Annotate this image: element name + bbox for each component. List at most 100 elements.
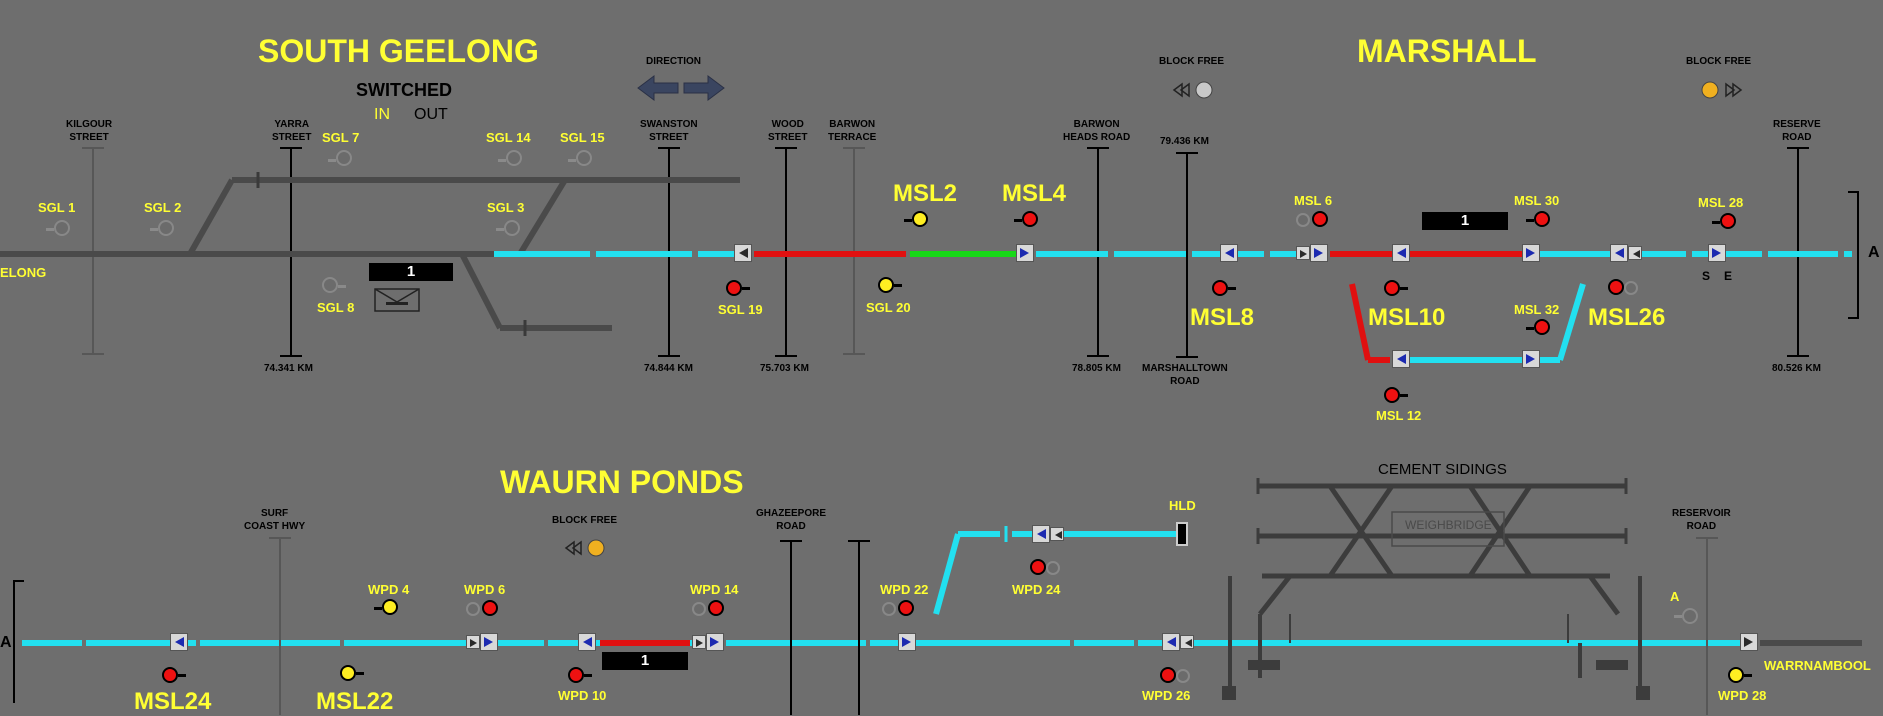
block-free-indicator-3-icon[interactable] (564, 538, 608, 558)
route-button-wpd14[interactable] (706, 633, 724, 651)
route-button-wpd14-shunt[interactable] (692, 635, 706, 649)
road-swanston-street: SWANSTON STREET (640, 119, 698, 143)
edge-label-a-left: A (0, 634, 12, 651)
route-button-wpd28[interactable] (1740, 633, 1758, 651)
signal-post (1526, 327, 1534, 330)
signal-wpd24-lamp[interactable] (1030, 559, 1046, 575)
signal-msl26-shunt-lamp[interactable] (1624, 281, 1638, 295)
signal-sgl20-lamp[interactable] (878, 277, 894, 293)
signal-label-msl4: MSL4 (1002, 180, 1067, 207)
edge-label-geelong: ELONG (0, 265, 47, 280)
signal-msl30-lamp[interactable] (1534, 211, 1550, 227)
route-button-msl6[interactable] (1310, 244, 1328, 262)
road-line-surf-coast (279, 537, 281, 715)
signal-wpd14-shunt-lamp[interactable] (692, 602, 706, 616)
direction-arrows-icon[interactable] (636, 74, 726, 102)
signal-msl10-lamp[interactable] (1384, 280, 1400, 296)
block-indicator-msl[interactable]: 1 (1422, 212, 1508, 230)
signal-wpd14-lamp[interactable] (708, 600, 724, 616)
route-button-wpd22[interactable] (898, 633, 916, 651)
km-80526: 80.526 KM (1772, 363, 1821, 374)
signal-msl28-lamp[interactable] (1720, 213, 1736, 229)
block-free-label-3: BLOCK FREE (552, 515, 617, 526)
switched-in-button[interactable]: IN (374, 106, 390, 123)
signal-msl4-lamp[interactable] (1022, 211, 1038, 227)
route-button-wpd26[interactable] (1162, 633, 1180, 651)
signal-post (356, 672, 364, 675)
signal-sgl1-lamp[interactable] (54, 220, 70, 236)
signal-label-msl24: MSL24 (134, 688, 212, 715)
hld-indicator[interactable] (1176, 522, 1188, 546)
signal-post (1674, 615, 1682, 618)
signal-wpd28-lamp[interactable] (1728, 667, 1744, 683)
signal-msl22-lamp[interactable] (340, 665, 356, 681)
route-button-msl30[interactable] (1522, 244, 1540, 262)
route-button-msl8[interactable] (1220, 244, 1238, 262)
switched-out-button[interactable]: OUT (414, 106, 448, 123)
road-tick (1787, 147, 1809, 149)
signal-siding-a-lamp[interactable] (1682, 608, 1698, 624)
signal-label-sgl3: SGL 3 (487, 200, 525, 215)
shunt-s-label: S (1702, 269, 1711, 283)
signal-wpd24-shunt-lamp[interactable] (1046, 561, 1060, 575)
route-button-msl12[interactable] (1392, 350, 1410, 368)
route-button-wpd24[interactable] (1032, 525, 1050, 543)
route-button-msl10[interactable] (1392, 244, 1410, 262)
signal-sgl14-lamp[interactable] (506, 150, 522, 166)
road-tick (1696, 537, 1718, 539)
signal-wpd26-shunt-lamp[interactable] (1176, 669, 1190, 683)
route-button-wpd6[interactable] (480, 633, 498, 651)
route-button-msl26-shunt[interactable] (1628, 246, 1642, 260)
signal-sgl3-lamp[interactable] (504, 220, 520, 236)
signal-label-wpd4: WPD 4 (368, 582, 410, 597)
signal-wpd4-lamp[interactable] (382, 599, 398, 615)
signal-wpd26-lamp[interactable] (1160, 667, 1176, 683)
signal-sgl7-lamp[interactable] (336, 150, 352, 166)
route-button-wpd26-shunt[interactable] (1180, 635, 1194, 649)
signal-wpd22-lamp[interactable] (898, 600, 914, 616)
route-button-msl4[interactable] (1016, 244, 1034, 262)
signal-msl26-lamp[interactable] (1608, 279, 1624, 295)
signal-label-msl10: MSL10 (1368, 304, 1446, 331)
signal-sgl15-lamp[interactable] (576, 150, 592, 166)
road-barwon-heads: BARWON HEADS ROAD (1063, 119, 1131, 143)
envelope-icon[interactable] (374, 288, 420, 312)
route-button-msl28[interactable] (1708, 244, 1726, 262)
signal-post (498, 159, 506, 162)
signal-msl2-lamp[interactable] (912, 211, 928, 227)
signal-sgl8-lamp[interactable] (322, 277, 338, 293)
route-button-sgl19[interactable] (734, 244, 752, 262)
road-yarra-street: YARRA STREET (272, 119, 312, 143)
signal-wpd22-shunt-lamp[interactable] (882, 602, 896, 616)
route-button-wpd6-shunt[interactable] (466, 635, 480, 649)
signal-sgl2-lamp[interactable] (158, 220, 174, 236)
signal-msl6-lamp[interactable] (1312, 211, 1328, 227)
signal-wpd6-shunt-lamp[interactable] (466, 602, 480, 616)
road-barwon-terrace: BARWON TERRACE (828, 119, 877, 143)
signal-msl8-lamp[interactable] (1212, 280, 1228, 296)
signal-wpd6-lamp[interactable] (482, 600, 498, 616)
block-free-indicator-1-icon[interactable] (1172, 80, 1216, 100)
road-ghazeepore: GHAZEEPORE ROAD (756, 508, 827, 532)
signal-msl32-lamp[interactable] (1534, 319, 1550, 335)
route-button-wpd24-shunt[interactable] (1050, 527, 1064, 541)
block-indicator-sgl[interactable]: 1 (369, 263, 453, 281)
route-button-msl26[interactable] (1610, 244, 1628, 262)
signal-post (584, 674, 592, 677)
signal-wpd10-lamp[interactable] (568, 667, 584, 683)
signal-msl24-lamp[interactable] (162, 667, 178, 683)
signal-label-msl6: MSL 6 (1294, 193, 1333, 208)
road-reserve: RESERVE ROAD (1773, 119, 1821, 143)
road-tick (1176, 356, 1198, 358)
signal-msl6-shunt-lamp[interactable] (1296, 213, 1310, 227)
signal-sgl19-lamp[interactable] (726, 280, 742, 296)
route-button-msl24[interactable] (170, 633, 188, 651)
signal-post (1744, 674, 1752, 677)
block-indicator-wpd[interactable]: 1 (602, 652, 688, 670)
route-button-wpd10[interactable] (578, 633, 596, 651)
signal-label-msl32: MSL 32 (1514, 302, 1560, 317)
route-button-msl6-shunt[interactable] (1296, 246, 1310, 260)
signal-msl12-lamp[interactable] (1384, 387, 1400, 403)
block-free-indicator-2-icon[interactable] (1700, 80, 1744, 100)
route-button-msl32[interactable] (1522, 350, 1540, 368)
